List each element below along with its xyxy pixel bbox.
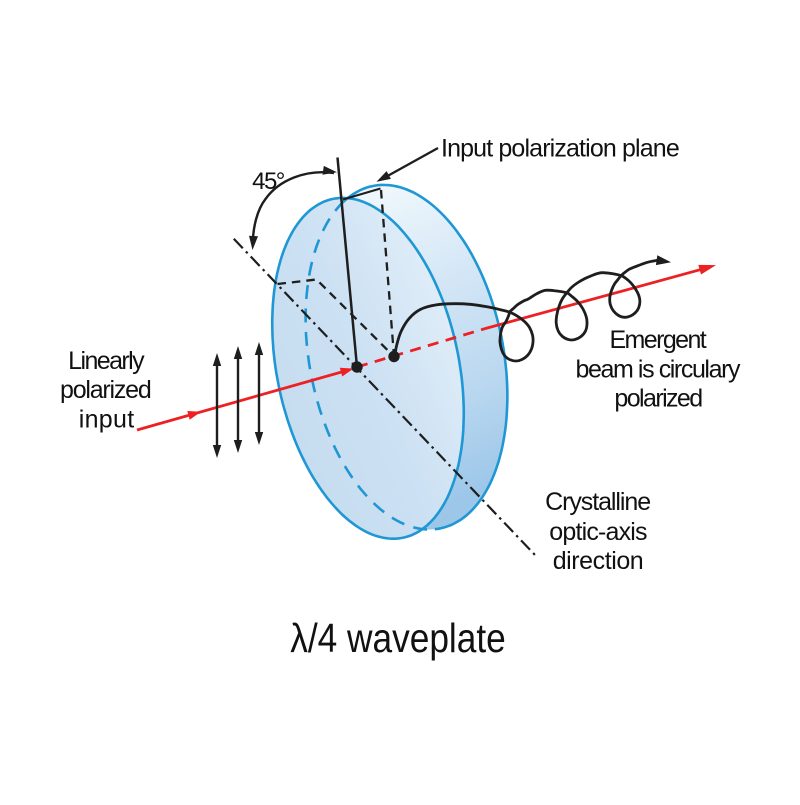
svg-text:λ/4 waveplate: λ/4 waveplate [290, 616, 506, 662]
svg-text:Crystalline: Crystalline [545, 488, 650, 516]
svg-text:Emergent: Emergent [609, 326, 706, 354]
svg-text:Input polarization plane: Input polarization plane [441, 134, 679, 162]
svg-text:polarized: polarized [614, 385, 702, 413]
svg-text:Linearly: Linearly [68, 347, 145, 375]
svg-text:polarized: polarized [60, 376, 151, 404]
svg-text:45°: 45° [252, 168, 285, 195]
svg-text:optic-axis: optic-axis [549, 518, 647, 546]
svg-text:direction: direction [553, 547, 644, 575]
svg-text:beam is circulary: beam is circulary [576, 355, 741, 383]
svg-text:input: input [79, 405, 135, 433]
